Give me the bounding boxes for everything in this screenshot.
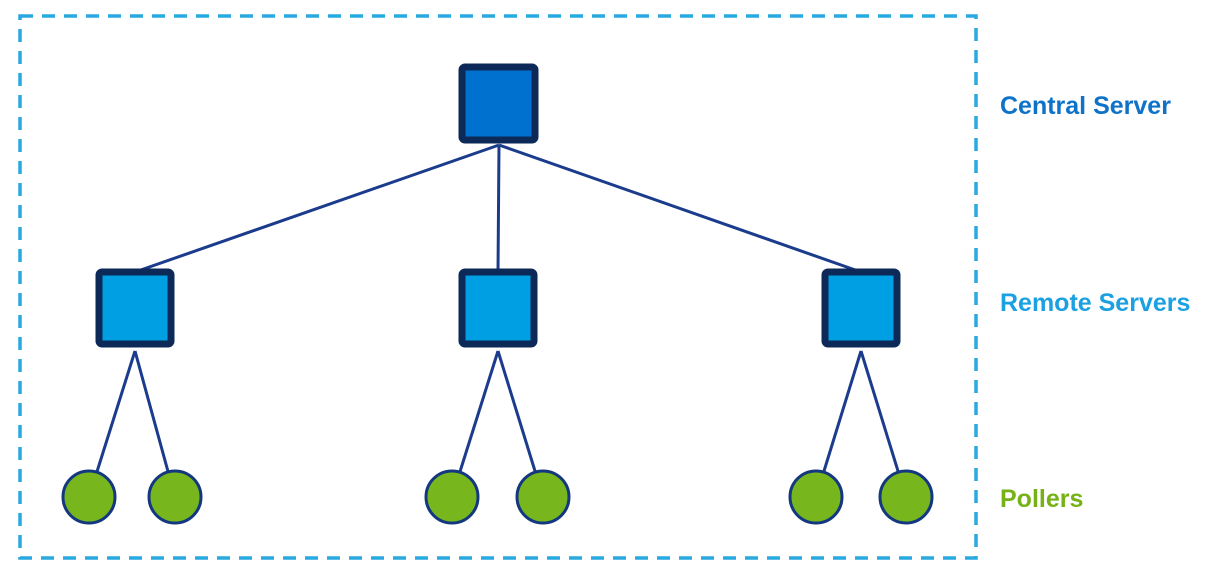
remote-server-node-3 (821, 268, 901, 348)
poller-node-4 (515, 469, 571, 525)
poller-node-2 (147, 469, 203, 525)
central-server-node (458, 63, 539, 144)
poller-node-5 (788, 469, 844, 525)
remote-servers-label: Remote Servers (1000, 289, 1190, 317)
pollers-label: Pollers (1000, 485, 1083, 513)
poller-node-3 (424, 469, 480, 525)
central-server-label: Central Server (1000, 92, 1171, 120)
remote-server-node-2 (458, 268, 538, 348)
connector-line-central-remote-right (498, 143, 862, 274)
poller-node-6 (878, 469, 934, 525)
connector-line-central-remote-middle (496, 144, 501, 273)
remote-server-node-1 (95, 268, 175, 348)
connector-line-central-remote-left (134, 143, 500, 274)
poller-node-1 (61, 469, 117, 525)
